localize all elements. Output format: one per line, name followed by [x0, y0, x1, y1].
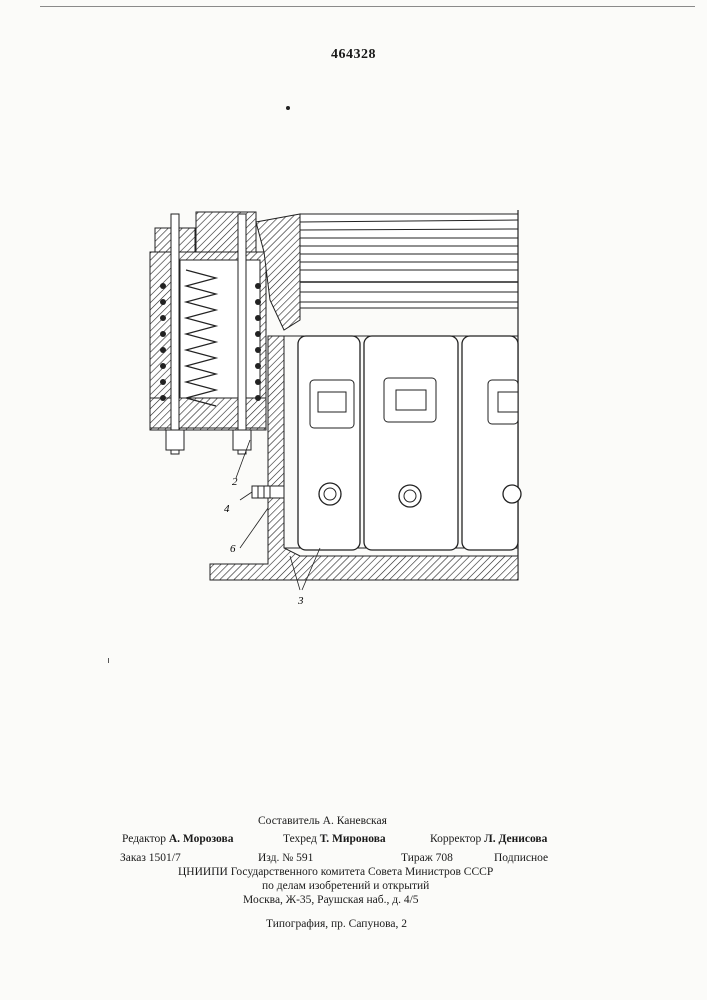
techred-line: Техред Т. Миронова [283, 833, 386, 845]
corrector-role: Корректор [430, 833, 481, 845]
editor-role: Редактор [122, 833, 166, 845]
subscription: Подписное [494, 852, 548, 864]
edition-number: Изд. № 591 [258, 852, 313, 864]
address-line: Москва, Ж-35, Раушская наб., д. 4/5 [243, 894, 419, 906]
corrector-line: Корректор Л. Денисова [430, 833, 547, 845]
editor-line: Редактор А. Морозова [122, 833, 233, 845]
organization-line-2: по делам изобретений и открытий [262, 880, 429, 892]
techred-role: Техред [283, 833, 317, 845]
printer-line: Типография, пр. Сапунова, 2 [266, 918, 407, 930]
circulation: Тираж 708 [401, 852, 453, 864]
editor-name: А. Морозова [169, 833, 234, 845]
organization-line-1: ЦНИИПИ Государственного комитета Совета … [178, 866, 493, 878]
corrector-name: Л. Денисова [484, 833, 547, 845]
techred-name: Т. Миронова [320, 833, 386, 845]
compiler-line: Составитель А. Каневская [258, 815, 387, 827]
order-number: Заказ 1501/7 [120, 852, 181, 864]
